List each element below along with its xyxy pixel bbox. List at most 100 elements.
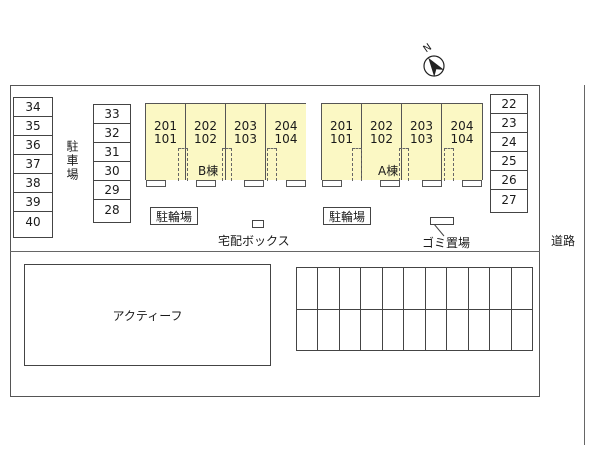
grid-stall: [361, 268, 383, 310]
stair-outline: [352, 148, 362, 181]
bicycle-parking-a: 駐輪場: [323, 207, 371, 225]
building-b: 201 101 202 102 203 103 204 104 B棟: [145, 103, 306, 187]
unit-lower-number: 104: [450, 132, 474, 146]
neighbor-building: アクティーフ: [24, 264, 271, 366]
stair-outline: [444, 148, 454, 181]
road-edge: [584, 85, 585, 445]
parking-stall: 29: [94, 181, 130, 200]
parking-stall: 39: [14, 193, 52, 212]
unit-column: 204 104: [266, 104, 306, 180]
entrance-step: [286, 180, 306, 187]
garbage-leader-icon: [433, 224, 445, 237]
grid-stall: [425, 309, 448, 351]
grid-stall: [339, 309, 362, 351]
grid-stall: [490, 309, 512, 351]
unit-lower-number: 101: [154, 132, 177, 146]
parking-stall: 31: [94, 143, 130, 162]
road-label: 道路: [551, 234, 576, 248]
neighbor-label: アクティーフ: [112, 308, 183, 323]
grid-stall: [382, 309, 405, 351]
parking-stall: 34: [14, 98, 52, 117]
unit-lower-number: 102: [194, 132, 217, 146]
entrance-step: [422, 180, 442, 187]
unit-column: 201 101: [146, 104, 186, 180]
parking-column-left: 34 35 36 37 38 39 40: [13, 97, 53, 238]
grid-stall: [361, 309, 383, 351]
parking-stall: 32: [94, 124, 130, 143]
unit-column: 203 103: [402, 104, 442, 180]
parking-column-middle: 33 32 31 30 29 28: [93, 104, 131, 223]
entrance-step: [196, 180, 216, 187]
parking-stall: 22: [491, 95, 527, 114]
grid-stall: [318, 309, 340, 351]
unit-upper-number: 202: [194, 119, 217, 133]
parking-stall: 24: [491, 133, 527, 152]
parking-stall: 33: [94, 105, 130, 124]
parking-stall: 27: [501, 192, 517, 207]
parking-stall: 30: [94, 162, 130, 181]
entrance-step: [380, 180, 400, 187]
compass-icon: [423, 55, 445, 77]
building-a: 201 101 202 102 203 103 204 104 A棟: [321, 103, 483, 187]
entrance-step: [146, 180, 166, 187]
parking-stall: 37: [14, 155, 52, 174]
unit-column: 202 102: [362, 104, 402, 180]
bicycle-parking-b: 駐輪場: [150, 207, 198, 225]
parking-grid: [296, 267, 533, 351]
building-label: A棟: [378, 164, 399, 178]
parking-stall: 40: [25, 214, 41, 229]
unit-upper-number: 201: [154, 119, 177, 133]
grid-stall: [490, 268, 512, 310]
grid-stall: [468, 268, 491, 310]
site-divider: [10, 251, 540, 252]
unit-upper-number: 202: [370, 119, 393, 133]
unit-lower-number: 104: [274, 132, 298, 146]
grid-stall: [447, 268, 469, 310]
grid-stall: [297, 309, 319, 351]
unit-upper-number: 203: [234, 119, 257, 133]
parking-stall: 36: [14, 136, 52, 155]
stair-outline: [399, 148, 409, 181]
parking-stall: 26: [491, 171, 527, 190]
parking-stall: 23: [491, 114, 527, 133]
grid-stall: [511, 309, 533, 351]
parking-stall: 28: [104, 202, 120, 217]
unit-lower-number: 102: [370, 132, 393, 146]
unit-lower-number: 103: [234, 132, 257, 146]
stair-outline: [178, 148, 188, 181]
grid-stall: [425, 268, 448, 310]
unit-lower-number: 103: [410, 132, 433, 146]
unit-upper-number: 201: [330, 119, 353, 133]
building-label: B棟: [198, 164, 219, 178]
unit-upper-number: 204: [274, 119, 298, 133]
garbage-bin-icon: [430, 217, 454, 225]
grid-stall: [511, 268, 533, 310]
north-arrow: N: [418, 42, 450, 79]
unit-column: 203 103: [226, 104, 266, 180]
grid-stall: [447, 309, 469, 351]
grid-stall: [404, 268, 426, 310]
grid-stall: [404, 309, 426, 351]
parking-label: 駐車場: [65, 140, 79, 182]
unit-column: 201 101: [322, 104, 362, 180]
grid-stall: [468, 309, 491, 351]
grid-stall: [339, 268, 362, 310]
garbage-label: ゴミ置場: [422, 236, 471, 250]
grid-stall: [318, 268, 340, 310]
unit-column: 202 102: [186, 104, 226, 180]
entrance-step: [244, 180, 264, 187]
unit-upper-number: 204: [450, 119, 474, 133]
parking-column-right: 22 23 24 25 26 27: [490, 94, 528, 213]
parking-stall: 38: [14, 174, 52, 193]
unit-lower-number: 101: [330, 132, 353, 146]
grid-stall: [297, 268, 319, 310]
entrance-step: [322, 180, 342, 187]
unit-column: 204 104: [442, 104, 482, 180]
parking-stall: 25: [491, 152, 527, 171]
grid-stall: [382, 268, 405, 310]
stair-outline: [267, 148, 277, 181]
unit-upper-number: 203: [410, 119, 433, 133]
parking-stall: 35: [14, 117, 52, 136]
delivery-box-label: 宅配ボックス: [218, 234, 290, 248]
stair-outline: [222, 148, 232, 181]
